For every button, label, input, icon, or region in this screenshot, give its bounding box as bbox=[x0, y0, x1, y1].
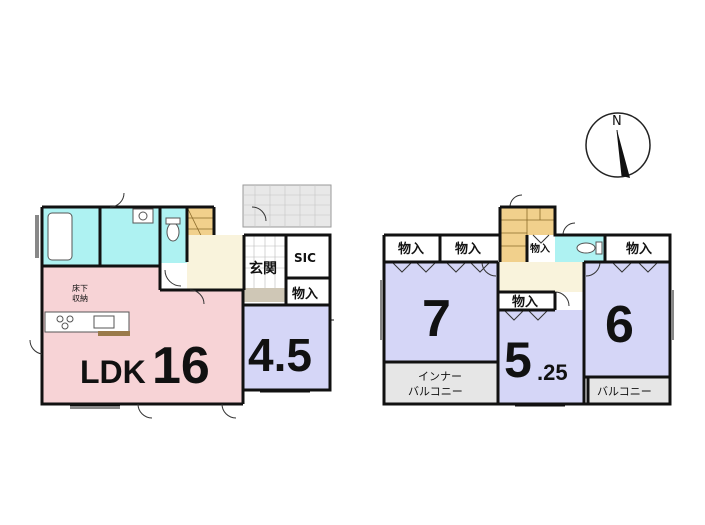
compass-needle-icon bbox=[617, 130, 630, 178]
storage-floor1-label: 物入 bbox=[292, 286, 318, 302]
ldk-label: LDK bbox=[80, 354, 146, 390]
underfloor-label-1: 床下 bbox=[72, 283, 88, 293]
storage-2f-1-label: 物入 bbox=[398, 241, 424, 257]
underfloor-label-2: 収納 bbox=[72, 293, 88, 303]
storage-2f-5 bbox=[498, 292, 555, 310]
floor-2: 物入 物入 物入 物入 物入 7 5 .25 6 インナー バルコニー バルコニ… bbox=[380, 194, 674, 407]
room-5-25-size-main: 5 bbox=[504, 332, 532, 388]
kitchen-shelf bbox=[98, 331, 130, 336]
storage-2f-3-label: 物入 bbox=[530, 242, 550, 255]
storage-2f-3 bbox=[527, 235, 555, 262]
bathtub-icon bbox=[47, 212, 73, 261]
floor-1: LDK 16 4.5 玄関 SIC 物入 床下 収納 bbox=[29, 184, 334, 419]
storage-2f-5-label: 物入 bbox=[512, 294, 538, 310]
room-5-25 bbox=[498, 310, 584, 404]
room-6-size: 6 bbox=[605, 296, 634, 354]
compass: N bbox=[585, 112, 651, 178]
room-4-5-size: 4.5 bbox=[248, 329, 312, 381]
kitchen-counter bbox=[44, 311, 130, 333]
walls-floor2 bbox=[382, 205, 672, 406]
room-7 bbox=[384, 262, 498, 362]
toilet-icon bbox=[166, 222, 180, 242]
storage-2f-4 bbox=[605, 235, 670, 262]
balcony bbox=[588, 377, 670, 404]
inner-balcony bbox=[384, 362, 498, 404]
compass-ring bbox=[585, 112, 651, 178]
hallway-floor2 bbox=[498, 262, 584, 292]
ldk-size: 16 bbox=[152, 337, 210, 395]
storage-2f-4-label: 物入 bbox=[626, 241, 652, 257]
inner-balcony-label-2: バルコニー bbox=[408, 385, 463, 398]
balcony-label: バルコニー bbox=[597, 385, 652, 398]
room-4-5 bbox=[244, 305, 330, 390]
compass-north-label: N bbox=[612, 114, 622, 129]
storage-2f-2-label: 物入 bbox=[455, 241, 481, 257]
sic-label: SIC bbox=[294, 251, 316, 265]
toilet-icon-floor2 bbox=[576, 242, 596, 254]
room-7-size: 7 bbox=[422, 290, 451, 348]
sink-icon bbox=[132, 208, 154, 224]
entrance-label: 玄関 bbox=[249, 260, 277, 277]
storage-2f-1 bbox=[384, 235, 440, 262]
shoe-closet bbox=[286, 235, 330, 278]
inner-balcony-label-1: インナー bbox=[418, 370, 462, 383]
room-6 bbox=[584, 262, 670, 377]
storage-2f-2 bbox=[440, 235, 498, 262]
ldk-room bbox=[42, 266, 243, 404]
walls-floor1 bbox=[40, 205, 332, 406]
storage-floor1 bbox=[286, 278, 330, 305]
deck-area bbox=[242, 184, 332, 228]
room-5-25-size-frac: .25 bbox=[537, 360, 568, 385]
